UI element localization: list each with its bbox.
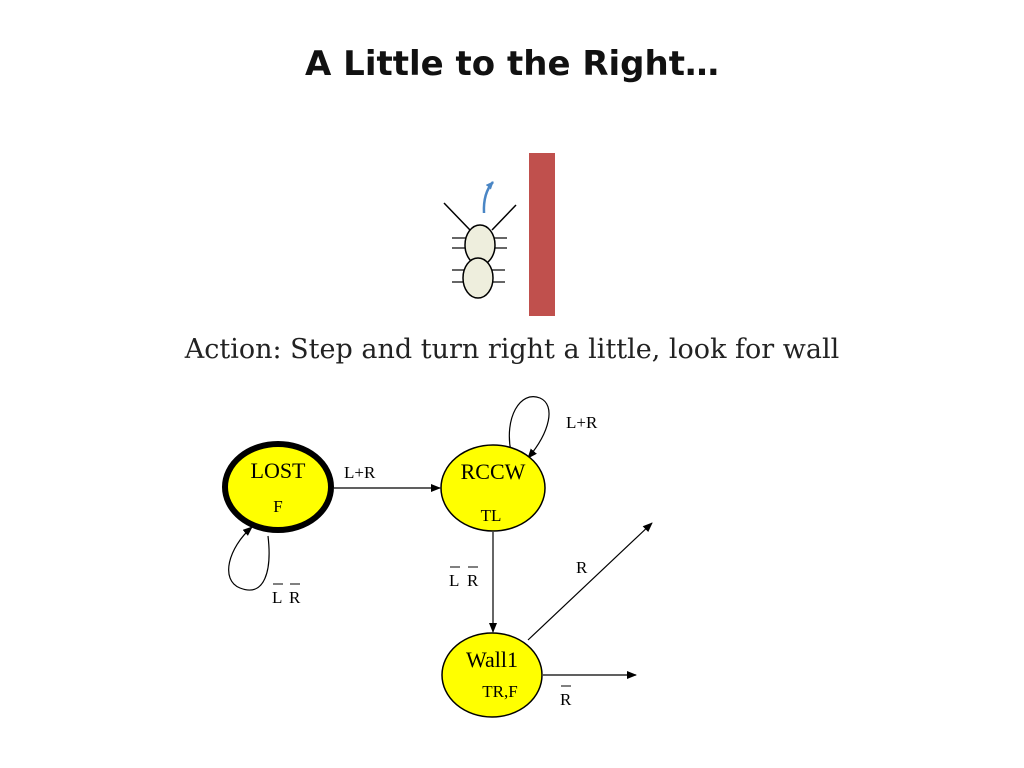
state-wall1: Wall1 TR,F	[441, 632, 543, 718]
edge-wall1-right-label: R	[560, 685, 572, 709]
edge-wall1-up	[527, 522, 653, 641]
edge-lost-to-rccw-label: L+R	[344, 463, 376, 482]
action-description: Action: Step and turn right a little, lo…	[184, 334, 840, 365]
state-wall1-name: Wall1	[466, 647, 518, 672]
state-rccw-output: TL	[481, 506, 502, 525]
state-lost-name: LOST	[251, 458, 307, 483]
state-rccw: RCCW TL	[440, 444, 546, 532]
svg-text:R: R	[560, 690, 572, 709]
turn-arrow-icon	[482, 181, 494, 214]
rccw-self-loop-label: L+R	[566, 413, 598, 432]
slide-title: A Little to the Right…	[305, 44, 719, 84]
edge-wall1-up-label: R	[576, 558, 588, 577]
svg-text:R: R	[467, 571, 479, 590]
svg-text:R: R	[289, 588, 301, 607]
lost-self-loop-label: L R	[272, 583, 301, 607]
state-lost-output: F	[273, 497, 282, 516]
bug-robot-icon	[443, 202, 517, 299]
lost-self-loop	[228, 526, 270, 591]
svg-text:L: L	[272, 588, 282, 607]
wall-block	[529, 153, 555, 316]
state-lost: LOST F	[222, 441, 334, 533]
svg-text:L: L	[449, 571, 459, 590]
rccw-self-loop	[508, 396, 550, 459]
state-rccw-name: RCCW	[461, 459, 526, 484]
edge-rccw-to-wall1-label: L R	[449, 566, 479, 590]
state-wall1-output: TR,F	[482, 682, 517, 701]
